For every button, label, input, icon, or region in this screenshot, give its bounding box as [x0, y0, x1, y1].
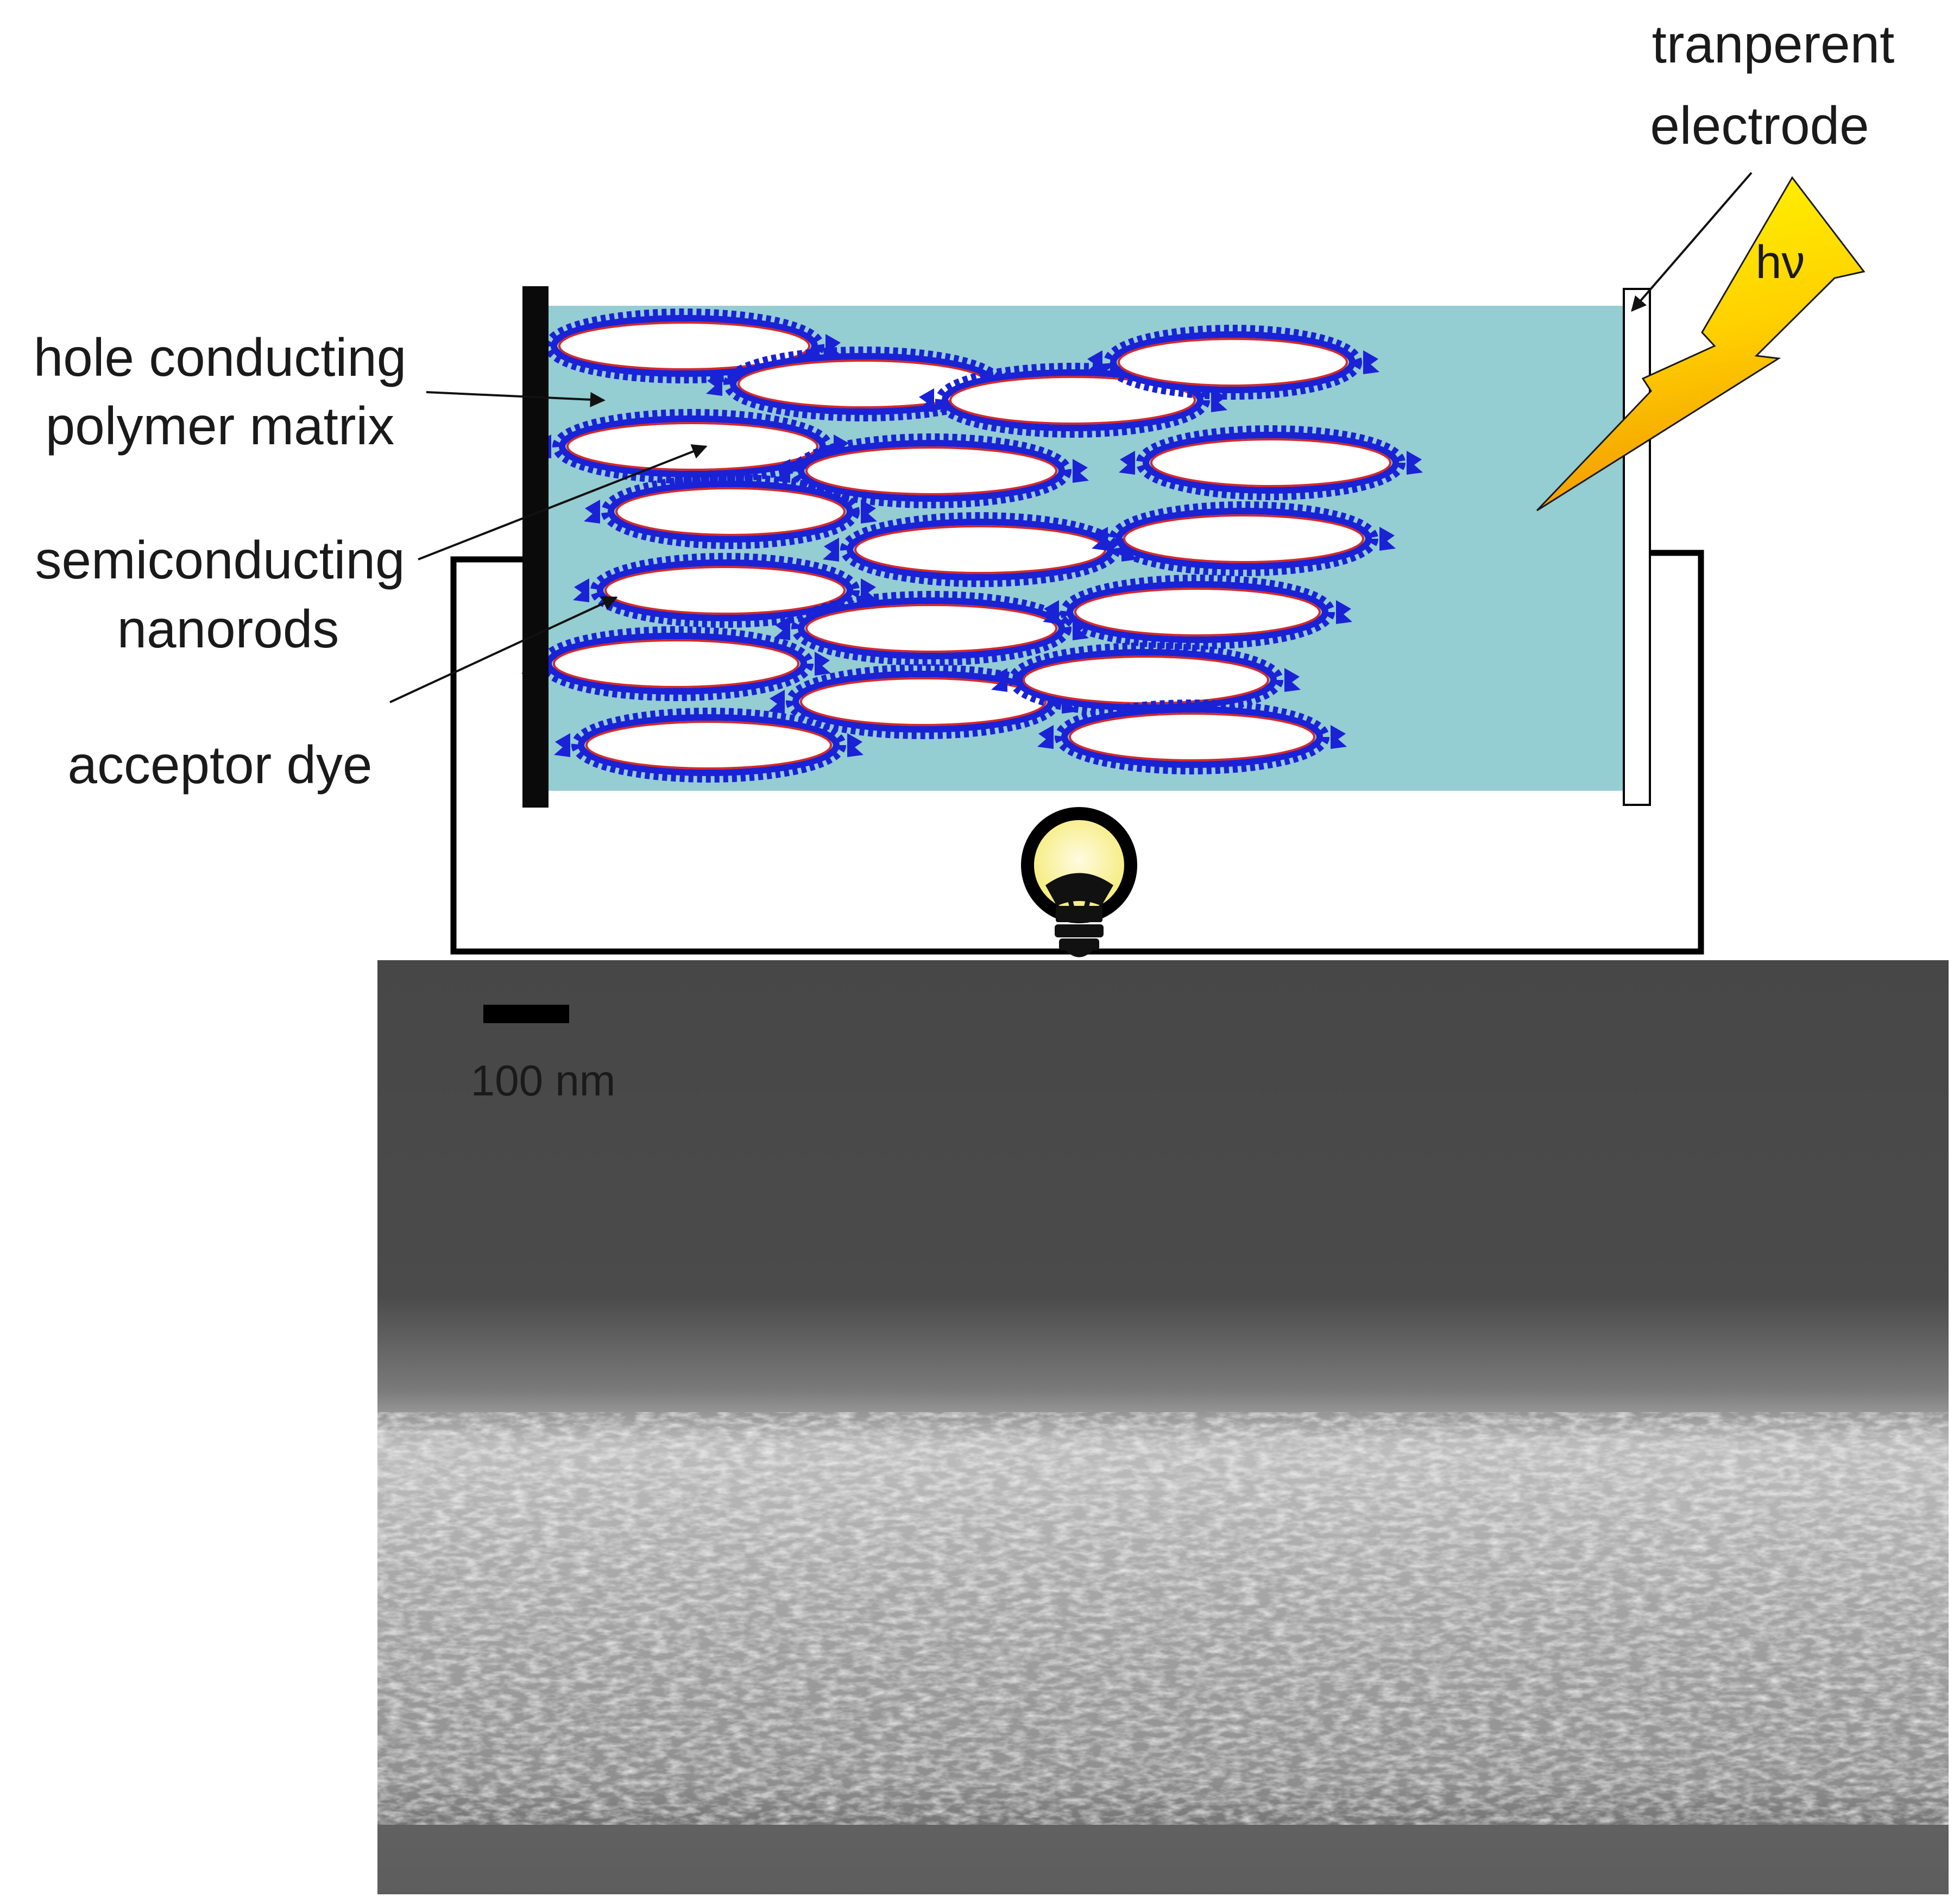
hole-matrix-pointer: [426, 391, 606, 407]
acceptor-dye-pointer: [389, 596, 618, 703]
transparent-electrode: [1623, 288, 1651, 806]
leader-lines: [389, 172, 1753, 703]
nanorods-label-line2: nanorods: [117, 599, 339, 659]
lightning-bolt-icon: [1536, 176, 1866, 512]
electrode-label-line2: electrode: [1650, 96, 1869, 155]
sem-micrograph: [377, 960, 1949, 1894]
nanorod: [584, 474, 877, 549]
nanorod: [1037, 700, 1347, 774]
nanorod: [527, 308, 842, 383]
nanorods-pointer: [418, 444, 708, 560]
scale-bar-label: 100 nm: [471, 1056, 616, 1105]
nanorod: [918, 363, 1227, 438]
nanorod: [573, 553, 877, 628]
nanorod: [1043, 575, 1352, 650]
back-electrode: [522, 286, 549, 808]
hole-matrix-label-line2: polymer matrix: [46, 396, 395, 456]
nanorod: [1092, 501, 1396, 576]
nanorod: [1086, 325, 1379, 400]
scale-bar: [483, 1005, 569, 1023]
nanorod: [774, 591, 1089, 666]
nanorod: [774, 433, 1089, 508]
hole-matrix-label-line1: hole conducting: [34, 327, 407, 387]
acceptor-dye-label: acceptor dye: [67, 735, 372, 795]
nanorod: [554, 708, 864, 783]
light-bulb-icon: [1021, 807, 1137, 957]
electrode-pointer: [1631, 172, 1753, 312]
nanorods-group: [521, 308, 1423, 783]
photon-label: hν: [1756, 236, 1805, 288]
electrode-label-line1: tranperent: [1652, 14, 1895, 74]
nanorods-label-line1: semiconducting: [35, 530, 405, 590]
nanorod: [1119, 425, 1423, 500]
